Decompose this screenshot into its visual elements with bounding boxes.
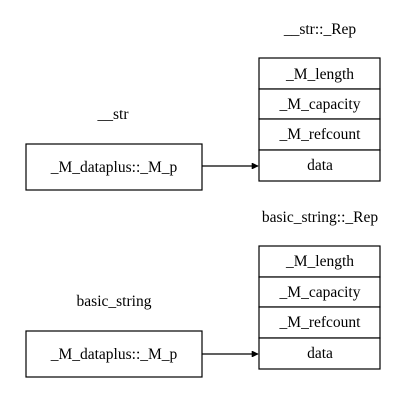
bottom-rep-field-length: _M_length: [285, 253, 354, 270]
top-struct-label: __str: [97, 106, 130, 123]
top-rep-field-data: data: [307, 157, 333, 174]
bottom-rep-field-capacity: _M_capacity: [279, 284, 361, 301]
bottom-rep-field-refcount: _M_refcount: [279, 314, 362, 331]
top-rep-record: _M_length _M_capacity _M_refcount data: [258, 57, 381, 182]
top-rep-field-length: _M_length: [285, 66, 354, 83]
bottom-struct-label: basic_string: [77, 293, 152, 310]
bottom-rep-field-data: data: [307, 345, 333, 362]
bottom-pointer-field: _M_dataplus::_M_p: [50, 346, 178, 363]
bottom-struct-box: _M_dataplus::_M_p: [25, 330, 203, 378]
top-rep-label: __str::_Rep: [283, 21, 357, 38]
bottom-group: basic_string _M_dataplus::_M_p basic_str…: [25, 209, 381, 378]
top-struct-box: _M_dataplus::_M_p: [25, 143, 203, 191]
bottom-rep-record: _M_length _M_capacity _M_refcount data: [258, 245, 381, 370]
top-group: __str _M_dataplus::_M_p __str::_Rep _M_l…: [25, 21, 381, 191]
top-pointer-field: _M_dataplus::_M_p: [50, 159, 178, 176]
top-rep-field-capacity: _M_capacity: [279, 96, 361, 113]
bottom-rep-label: basic_string::_Rep: [262, 209, 378, 226]
top-rep-field-refcount: _M_refcount: [279, 126, 362, 143]
